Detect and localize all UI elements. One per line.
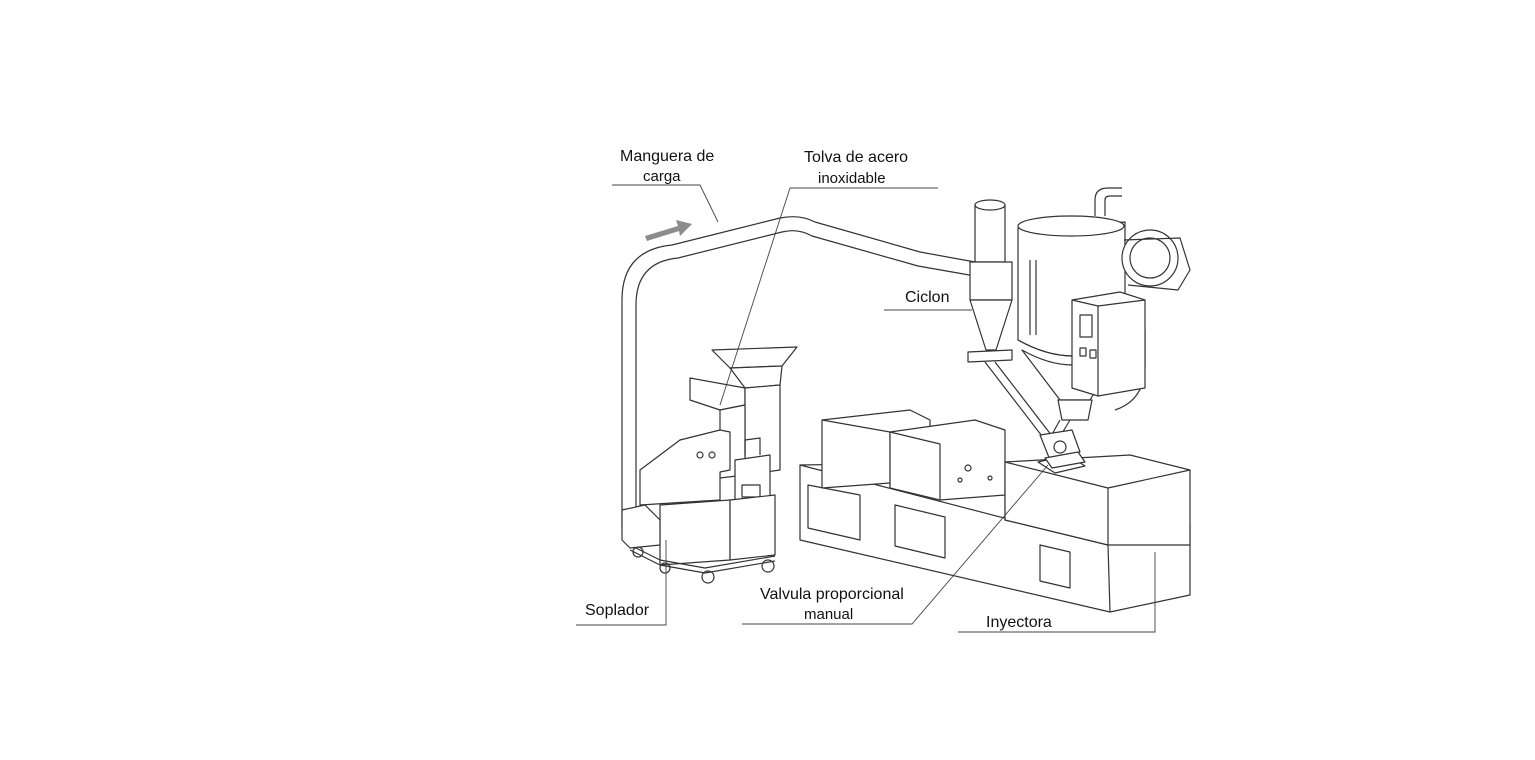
leader-lines [576,184,1156,633]
label-manguera-de-carga: Manguera de carga [620,148,714,185]
label-manguera-line2: carga [643,168,681,185]
label-tolva-line1: Tolva de acero [804,149,908,166]
injection-machine [799,409,1191,613]
label-valvula: Valvula proporcional manual [760,586,904,623]
dryer-hopper [1017,187,1191,421]
granulator-machine [621,346,798,584]
label-ciclon: Ciclon [905,289,949,306]
label-manguera-line1: Manguera de [620,148,714,165]
label-tolva: Tolva de acero inoxidable [804,149,908,187]
label-tolva-line2: inoxidable [818,170,886,187]
label-soplador: Soplador [585,602,650,619]
label-valvula-line1: Valvula proporcional [760,586,904,603]
cyclone [967,199,1013,363]
proportional-valve [984,361,1086,469]
label-valvula-line2: manual [804,606,853,623]
loading-hose [621,216,976,530]
label-inyectora: Inyectora [986,614,1052,631]
arrow-right-icon [645,220,692,241]
